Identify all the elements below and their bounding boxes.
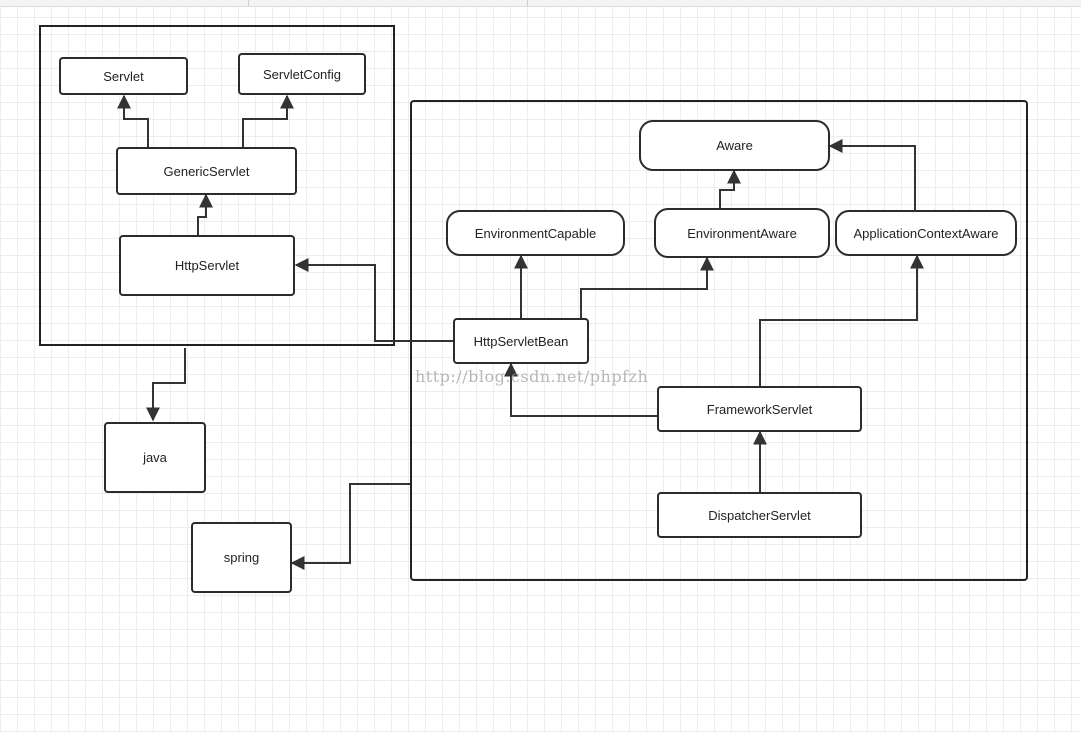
servlet-label: Servlet: [103, 68, 144, 84]
spring-node[interactable]: spring: [191, 522, 292, 593]
top-bar-divider: [248, 0, 249, 6]
canvas-top-bar: [0, 0, 1081, 7]
java-group-container[interactable]: [39, 25, 395, 346]
connector-httpservletbean-to-httpservlet[interactable]: [294, 258, 455, 342]
java-node[interactable]: java: [104, 422, 206, 493]
environmentaware-label: EnvironmentAware: [687, 225, 797, 241]
applicationcontextaware-label: ApplicationContextAware: [853, 225, 999, 241]
servlet-node[interactable]: Servlet: [59, 57, 188, 95]
connector-genericservlet-to-servlet[interactable]: [117, 94, 149, 147]
environmentcapable-node[interactable]: EnvironmentCapable: [446, 210, 625, 256]
frameworkservlet-node[interactable]: FrameworkServlet: [657, 386, 862, 432]
connector-httpservletbean-to-environmentaware[interactable]: [580, 256, 714, 318]
environmentcapable-label: EnvironmentCapable: [474, 225, 597, 241]
environmentaware-node[interactable]: EnvironmentAware: [654, 208, 830, 258]
connector-environmentaware-to-aware[interactable]: [719, 169, 741, 208]
frameworkservlet-label: FrameworkServlet: [706, 401, 813, 417]
servletconfig-node[interactable]: ServletConfig: [238, 53, 366, 95]
top-bar-divider: [527, 0, 528, 6]
httpservlet-label: HttpServlet: [174, 258, 240, 273]
connector-httpservlet-to-genericservlet[interactable]: [197, 193, 213, 235]
connector-frameworkservlet-to-httpservletbean[interactable]: [504, 362, 658, 417]
aware-label: Aware: [716, 138, 753, 153]
httpservletbean-label: HttpServletBean: [473, 333, 569, 349]
connector-springgroup-to-spring[interactable]: [290, 483, 410, 570]
genericservlet-node[interactable]: GenericServlet: [116, 147, 297, 195]
connector-genericservlet-to-servletconfig[interactable]: [242, 94, 294, 147]
dispatcherservlet-label: DispatcherServlet: [708, 507, 811, 523]
genericservlet-label: GenericServlet: [163, 163, 250, 179]
servletconfig-label: ServletConfig: [262, 66, 342, 82]
java-label: java: [143, 450, 167, 465]
aware-node[interactable]: Aware: [639, 120, 830, 171]
dispatcherservlet-node[interactable]: DispatcherServlet: [657, 492, 862, 538]
connector-frameworkservlet-to-applicationcontextaware[interactable]: [759, 254, 924, 386]
httpservlet-node[interactable]: HttpServlet: [119, 235, 295, 296]
connector-applicationcontextaware-to-aware[interactable]: [828, 139, 916, 210]
applicationcontextaware-node[interactable]: ApplicationContextAware: [835, 210, 1017, 256]
spring-label: spring: [223, 550, 260, 565]
httpservletbean-node[interactable]: HttpServletBean: [453, 318, 589, 364]
connector-javagroup-to-java[interactable]: [146, 348, 186, 422]
